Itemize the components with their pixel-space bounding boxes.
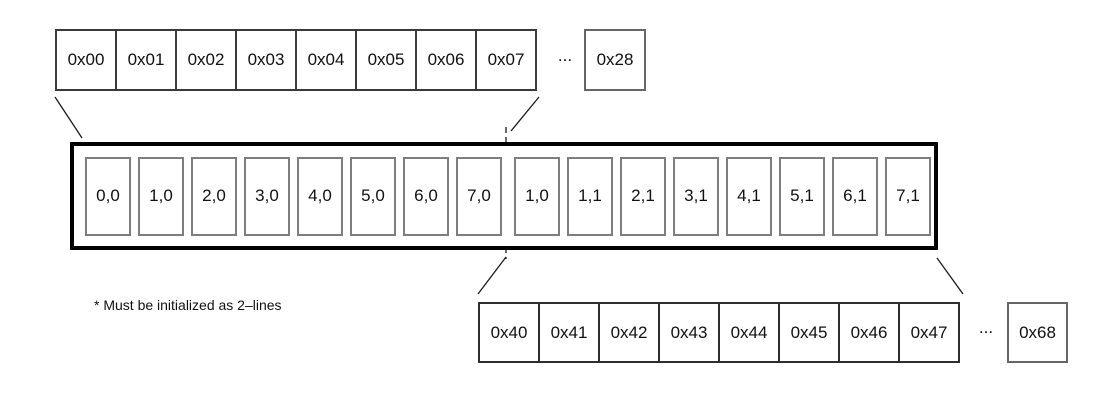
buffer-cell: 1,0 — [138, 156, 184, 236]
connector-top-left-line — [54, 96, 83, 139]
address-cell: 0x42 — [598, 302, 660, 363]
address-cell: 0x07 — [475, 29, 537, 91]
connector-top-right-line — [510, 96, 540, 132]
buffer-cell: 5,0 — [350, 156, 396, 236]
bottom-ellipsis: ... — [978, 318, 994, 337]
address-cell: 0x03 — [235, 29, 297, 91]
address-cell: 0x01 — [115, 29, 177, 91]
address-cell: 0x41 — [538, 302, 600, 363]
buffer-cell: 4,1 — [726, 156, 772, 236]
address-cell: 0x05 — [355, 29, 417, 91]
address-cell: 0x44 — [718, 302, 780, 363]
buffer-cell: 6,1 — [832, 156, 878, 236]
connector-bottom-right-line — [936, 257, 964, 295]
buffer-cell: 2,1 — [620, 156, 666, 236]
buffer-cell: 5,1 — [779, 156, 825, 236]
address-cell: 0x47 — [898, 302, 960, 363]
connector-bottom-left-line — [477, 256, 507, 295]
top-ellipsis: ... — [557, 46, 573, 65]
address-cell: 0x04 — [295, 29, 357, 91]
buffer-cell: 4,0 — [297, 156, 343, 236]
buffer-cell: 2,0 — [191, 156, 237, 236]
buffer-cell: 3,1 — [673, 156, 719, 236]
address-cell-last-top: 0x28 — [584, 29, 646, 91]
address-cell: 0x02 — [175, 29, 237, 91]
buffer-cell: 3,0 — [244, 156, 290, 236]
address-cell: 0x06 — [415, 29, 477, 91]
buffer-cell: 6,0 — [403, 156, 449, 236]
address-cell: 0x00 — [55, 29, 117, 91]
buffer-cell: 7,0 — [456, 156, 502, 236]
note-text: * Must be initialized as 2–lines — [94, 297, 282, 313]
buffer-cell: 1,0 — [514, 156, 560, 236]
buffer-cell: 1,1 — [567, 156, 613, 236]
address-cell: 0x40 — [478, 302, 540, 363]
address-cell-last-bottom: 0x68 — [1007, 302, 1068, 363]
address-cell: 0x45 — [778, 302, 840, 363]
buffer-cell: 0,0 — [85, 156, 131, 236]
address-cell: 0x43 — [658, 302, 720, 363]
address-cell: 0x46 — [838, 302, 900, 363]
buffer-cell: 7,1 — [885, 156, 931, 236]
